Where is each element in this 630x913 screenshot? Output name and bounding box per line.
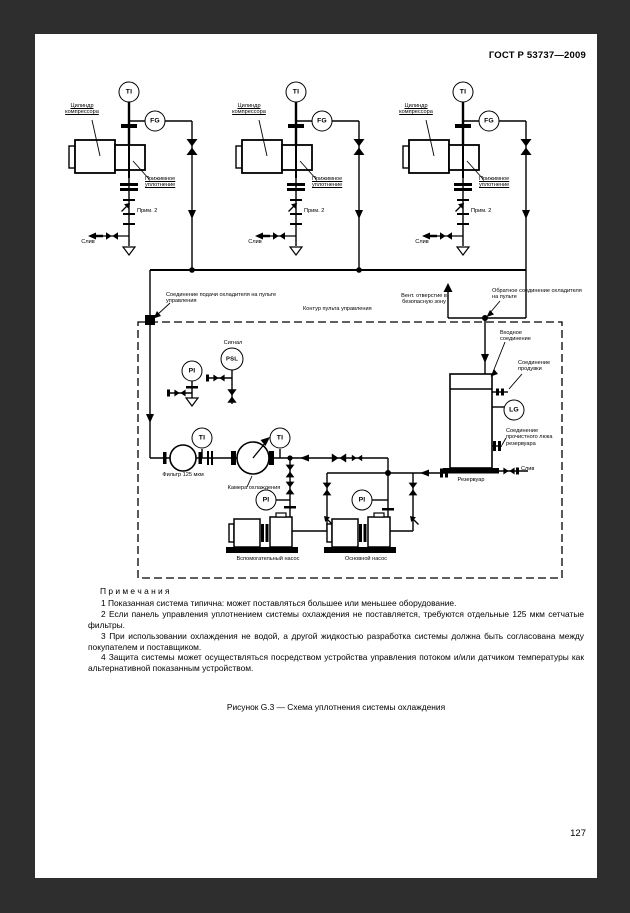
instrument-bubble-pi: PI (351, 489, 373, 511)
label-drain: Слив (81, 239, 95, 245)
label-note-ref: Прим. 2 (471, 208, 492, 214)
label-note-ref: Прим. 2 (137, 208, 158, 214)
label-drain: Слив (415, 239, 429, 245)
label-inlet-connection: Входное соединение (500, 330, 531, 343)
note-item: 1 Показанная система типична: может пост… (101, 597, 457, 608)
standard-number-header: ГОСТ Р 53737—2009 (488, 50, 586, 61)
page-number: 127 (570, 828, 586, 839)
instrument-bubble-fg: FG (478, 110, 500, 132)
instrument-bubble-ti: TI (191, 427, 213, 449)
label-panel-boundary: Контур пульта управления (303, 306, 372, 312)
label-note-ref: Прим. 2 (304, 208, 325, 214)
label-packing: Прижимное уплотнение (312, 176, 343, 189)
instrument-bubble-ti: TI (285, 81, 307, 103)
label-cylinder: Цилиндр компрессора (399, 103, 433, 116)
label-main-pump: Основной насос (344, 556, 388, 562)
instrument-bubble-fg: FG (144, 110, 166, 132)
note-item: 2 Если панель управления уплотнением сис… (88, 608, 584, 630)
label-tank: Резервуар (457, 477, 485, 483)
label-packing: Прижимное уплотнение (145, 176, 176, 189)
instrument-bubble-ti: TI (452, 81, 474, 103)
notes-title: П р и м е ч а н и я (100, 586, 170, 596)
note-item: 3 При использовании охлаждения не водой,… (88, 630, 584, 652)
label-cooling-chamber: Камера охлаждения (227, 485, 281, 491)
paper-sheet (35, 34, 597, 878)
label-supply-connection: Соединение подачи охладителя на пульте у… (166, 292, 277, 305)
instrument-bubble-ti: TI (269, 427, 291, 449)
label-signal: Сигнал (223, 340, 243, 346)
label-packing: Прижимное уплотнение (479, 176, 510, 189)
label-cylinder: Цилиндр компрессора (232, 103, 266, 116)
note-item: 4 Защита системы может осуществляться по… (88, 652, 584, 674)
label-purge-connection: Соединение продувки (518, 360, 551, 373)
instrument-bubble-fg: FG (311, 110, 333, 132)
label-aux-pump: Вспомогательный насос (236, 556, 300, 562)
figure-caption: Рисунок G.3 — Схема уплотнения системы о… (226, 702, 446, 712)
label-filter: Фильтр 125 мкм (162, 472, 204, 478)
notes-section: П р и м е ч а н и я 1 Показанная система… (88, 586, 584, 674)
label-return-connection: Обратное соединение охладителя на пульте (492, 288, 582, 301)
label-vent: Вент. отверстие в безопасную зону (401, 293, 447, 306)
label-cylinder: Цилиндр компрессора (65, 103, 99, 116)
instrument-bubble-ti: TI (118, 81, 140, 103)
instrument-bubble-pi: PI (255, 489, 277, 511)
instrument-bubble-pi: PI (181, 360, 203, 382)
label-manhole-connection: Соединение прочистного люка резервуара (506, 428, 553, 447)
label-drain: Слив (521, 466, 535, 472)
label-drain: Слив (248, 239, 262, 245)
instrument-bubble-lg: LG (503, 399, 525, 421)
instrument-bubble-psl: PSL (220, 347, 244, 371)
